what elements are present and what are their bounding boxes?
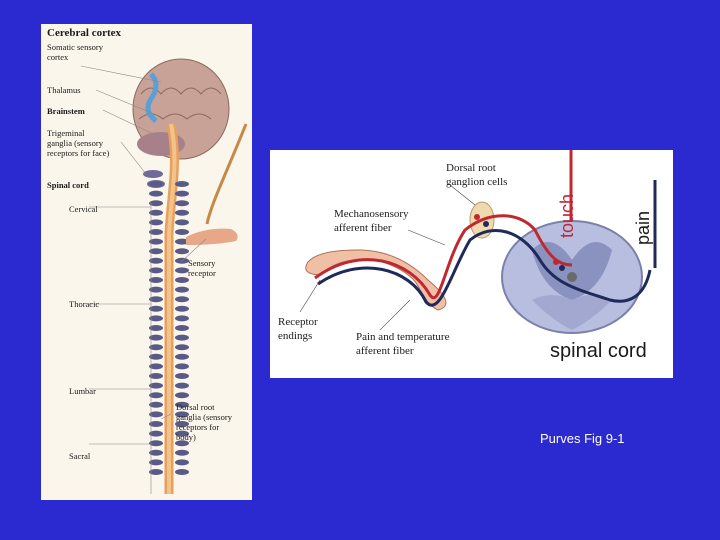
dorsal-root-ganglion — [149, 286, 163, 293]
dorsal-root-ganglion — [149, 315, 163, 322]
dorsal-root-ganglion — [149, 267, 163, 274]
dorsal-root-ganglion — [175, 392, 189, 399]
dorsal-root-ganglion — [175, 440, 189, 447]
dorsal-root-ganglion — [149, 421, 163, 427]
label-thoracic: Thoracic — [69, 299, 100, 309]
label-sensory-receptor: Sensory — [188, 258, 216, 268]
dorsal-root-ganglion — [149, 353, 163, 360]
dorsal-root-ganglion — [175, 421, 189, 427]
dorsal-root-ganglion — [149, 277, 163, 283]
label-sensory-receptor-2: receptor — [188, 268, 216, 278]
dorsal-root-ganglion — [149, 411, 163, 418]
label-somatic-sensory-cortex: Somatic sensory — [47, 42, 103, 52]
label-mechanosensory-fiber-2: afferent fiber — [334, 222, 392, 234]
dorsal-root-ganglion — [149, 296, 163, 303]
dorsal-root-ganglion — [175, 401, 189, 408]
label-cerebral-cortex: Cerebral cortex — [47, 27, 122, 39]
pain-annotation: pain — [633, 210, 653, 245]
dorsal-root-ganglion — [149, 305, 163, 312]
label-dorsal-root-ganglia: Dorsal root — [176, 402, 215, 412]
dorsal-root-ganglion — [175, 411, 189, 418]
label-dorsal-root-ganglia-4: body) — [176, 432, 196, 442]
label-cervical: Cervical — [69, 204, 98, 214]
dorsal-root-ganglion — [175, 286, 189, 293]
dorsal-root-ganglion — [175, 238, 189, 245]
dorsal-root-ganglion — [175, 459, 189, 466]
dorsal-root-ganglion — [149, 430, 163, 437]
dorsal-root-ganglion — [175, 344, 189, 351]
dorsal-root-ganglion — [149, 181, 163, 187]
dorsal-root-ganglion — [175, 219, 189, 226]
label-dorsal-root-ganglion-cells: Dorsal root — [446, 162, 496, 174]
label-lumbar: Lumbar — [69, 386, 96, 396]
spinal-cord-annotation: spinal cord — [550, 340, 647, 362]
dorsal-root-ganglion — [175, 296, 189, 303]
dorsal-root-ganglion — [149, 373, 163, 379]
dorsal-root-ganglion — [149, 459, 163, 466]
dorsal-root-ganglion — [149, 209, 163, 216]
dorsal-root-ganglion — [175, 200, 189, 207]
label-somatic-sensory-cortex-2: cortex — [47, 52, 69, 62]
dorsal-root-ganglion — [175, 181, 189, 187]
dorsal-root-ganglion — [149, 229, 163, 235]
dorsal-root-ganglion — [175, 363, 189, 370]
dorsal-root-ganglion — [175, 334, 189, 341]
dorsal-root-ganglion — [149, 200, 163, 207]
dorsal-root-ganglion — [175, 469, 189, 475]
dorsal-root-ganglion — [149, 440, 163, 447]
afferent-pathway-illustration — [299, 150, 657, 334]
dorsal-root-ganglion — [149, 238, 163, 245]
dorsal-root-ganglion — [149, 325, 163, 331]
dorsal-root-ganglion — [149, 382, 163, 389]
label-dorsal-root-ganglia-2: ganglia (sensory — [176, 412, 232, 422]
dorsal-root-ganglion — [175, 267, 189, 274]
dorsal-root-ganglion — [175, 209, 189, 216]
label-receptor-endings: Receptor — [278, 316, 318, 328]
dorsal-root-ganglion — [149, 334, 163, 341]
dorsal-root-ganglion — [175, 382, 189, 389]
label-sacral: Sacral — [69, 451, 91, 461]
dorsal-root-ganglion — [149, 449, 163, 456]
dorsal-root-ganglion — [175, 449, 189, 456]
dorsal-root-ganglion — [175, 430, 189, 437]
dorsal-root-ganglion — [175, 277, 189, 283]
nervous-system-figure: Cerebral cortex Somatic sensory cortex T… — [41, 24, 252, 500]
dorsal-root-ganglion — [175, 229, 189, 235]
dorsal-root-ganglion — [149, 392, 163, 399]
dorsal-root-ganglion — [149, 248, 163, 255]
label-brainstem: Brainstem — [47, 106, 85, 116]
label-spinal-cord: Spinal cord — [47, 180, 89, 190]
dorsal-root-ganglion — [149, 190, 163, 197]
label-dorsal-root-ganglion-cells-2: ganglion cells — [446, 176, 508, 188]
dorsal-root-ganglion — [175, 353, 189, 360]
nervous-system-illustration — [80, 58, 248, 494]
dorsal-root-ganglion — [149, 219, 163, 226]
label-pain-temperature-fiber-2: afferent fiber — [356, 345, 414, 357]
dorsal-root-ganglion — [175, 315, 189, 322]
figure-caption: Purves Fig 9-1 — [540, 431, 625, 446]
dorsal-root-ganglion — [149, 401, 163, 408]
dorsal-root-ganglion — [149, 363, 163, 370]
touch-annotation: touch — [557, 193, 577, 238]
dorsal-root-ganglion — [149, 344, 163, 351]
dorsal-root-ganglion — [175, 248, 189, 255]
dorsal-root-ganglion — [149, 469, 163, 475]
label-mechanosensory-fiber: Mechanosensory — [334, 208, 409, 220]
label-dorsal-root-ganglia-3: receptors for — [176, 422, 220, 432]
dorsal-root-ganglion — [175, 325, 189, 331]
label-pain-temperature-fiber: Pain and temperature — [356, 331, 450, 343]
label-trigeminal: Trigeminal — [47, 128, 85, 138]
spinal-cord-afferent-figure: Dorsal root ganglion cells Mechanosensor… — [270, 150, 673, 378]
label-thalamus: Thalamus — [47, 85, 81, 95]
label-trigeminal-3: receptors for face) — [47, 148, 110, 158]
label-receptor-endings-2: endings — [278, 330, 313, 342]
dorsal-root-ganglion — [149, 257, 163, 264]
dorsal-root-ganglion — [175, 373, 189, 379]
dorsal-root-ganglion — [175, 190, 189, 197]
dorsal-root-ganglion — [175, 305, 189, 312]
label-trigeminal-2: ganglia (sensory — [47, 138, 103, 148]
